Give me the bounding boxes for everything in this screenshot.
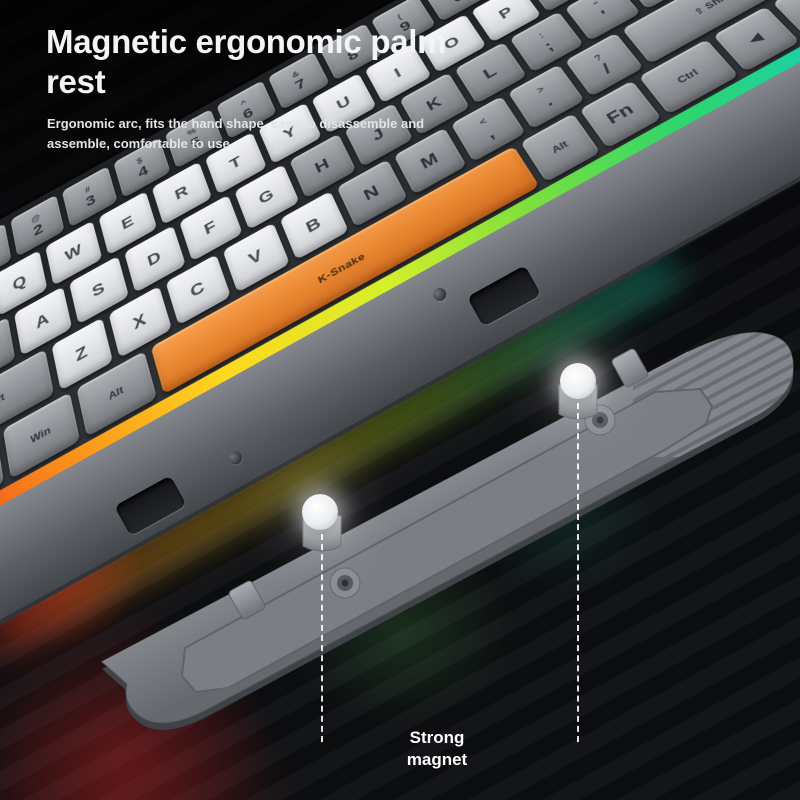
magnet-indicator-right <box>560 363 596 399</box>
page-subtitle-line2: assemble, comfortable to use <box>47 136 230 152</box>
screw <box>226 449 245 467</box>
magnet-indicator-left <box>302 494 338 530</box>
screw <box>430 285 449 304</box>
callout-label-line2: magnet <box>406 750 468 770</box>
attachment-slot <box>114 475 187 537</box>
callout-label-line1: Strong <box>409 728 465 747</box>
page-subtitle-line1: Ergonomic arc, fits the hand shape, easy… <box>47 116 425 131</box>
callout-label: Strong magnet <box>352 727 522 771</box>
page-title: Magnetic ergonomic palm rest <box>46 22 506 103</box>
callout-line-right <box>577 403 579 742</box>
page-title-line2: rest <box>46 63 106 101</box>
attachment-slot <box>467 265 542 327</box>
page-title-line1: Magnetic ergonomic palm <box>46 23 447 60</box>
callout-line-left <box>321 534 323 742</box>
page-subtitle: Ergonomic arc, fits the hand shape, easy… <box>47 114 477 154</box>
